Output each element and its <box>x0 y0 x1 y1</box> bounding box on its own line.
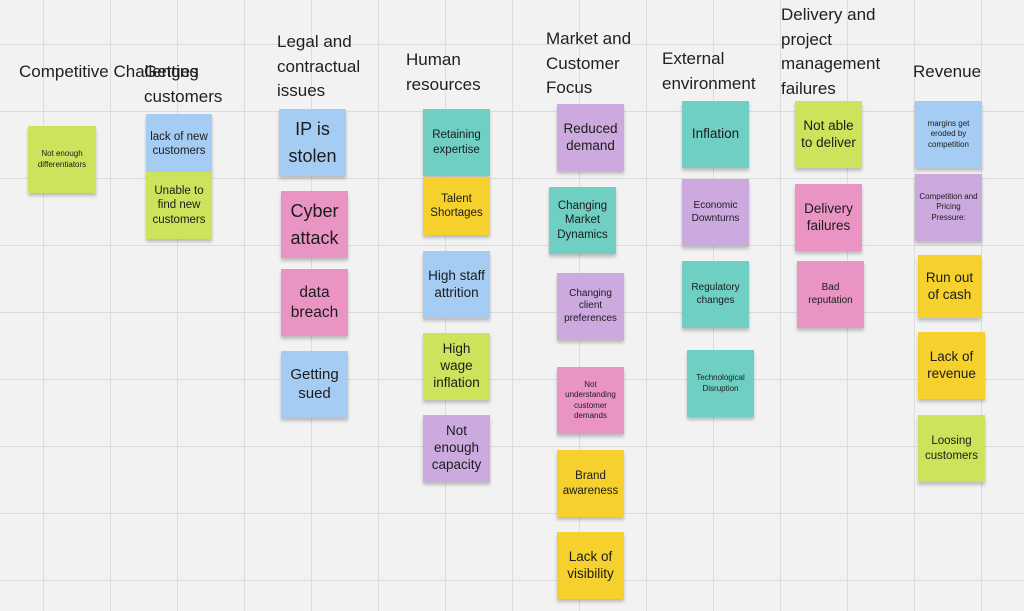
sticky-note[interactable]: Getting sued <box>281 351 348 418</box>
sticky-note[interactable]: Delivery failures <box>795 184 862 251</box>
sticky-note[interactable]: Reduced demand <box>557 104 624 171</box>
sticky-note[interactable]: Loosing customers <box>918 415 985 482</box>
sticky-note[interactable]: Technological Disruption <box>687 350 754 417</box>
sticky-note[interactable]: Retaining expertise <box>423 109 490 176</box>
column-heading-market-customer-focus[interactable]: Market and Customer Focus <box>546 29 632 97</box>
sticky-note[interactable]: Lack of visibility <box>557 532 624 599</box>
sticky-note[interactable]: Changing Market Dynamics <box>549 187 616 254</box>
column-heading-getting-customers[interactable]: Getting customers <box>144 62 223 106</box>
column-heading-competitive-challenges[interactable]: Competitive Challenges <box>19 62 199 81</box>
sticky-note[interactable]: Not able to deliver <box>795 101 862 168</box>
sticky-note[interactable]: Not enough differentiators <box>28 126 96 193</box>
sticky-note[interactable]: IP is stolen <box>279 109 346 176</box>
column-heading-legal-contractual[interactable]: Legal and contractual issues <box>277 32 361 100</box>
column-heading-external-environment[interactable]: External environment <box>662 49 756 93</box>
sticky-note[interactable]: Changing client preferences <box>557 273 624 340</box>
sticky-note[interactable]: margins get eroded by competition <box>915 101 982 168</box>
sticky-note[interactable]: Inflation <box>682 101 749 168</box>
sticky-note[interactable]: Not understanding customer demands <box>557 367 624 434</box>
sticky-note[interactable]: Cyber attack <box>281 191 348 258</box>
sticky-note[interactable]: Not enough capacity <box>423 415 490 482</box>
sticky-note[interactable]: lack of new customers <box>146 114 212 174</box>
sticky-note[interactable]: Economic Downturns <box>682 179 749 246</box>
column-heading-revenue[interactable]: Revenue <box>913 62 982 81</box>
sticky-note[interactable]: Bad reputation <box>797 261 864 328</box>
column-heading-delivery-failures[interactable]: Delivery and project management failures <box>781 5 881 98</box>
sticky-note[interactable]: High wage inflation <box>423 333 490 400</box>
sticky-note[interactable]: Regulatory changes <box>682 261 749 328</box>
sticky-note[interactable]: Unable to find new customers <box>146 172 212 239</box>
column-heading-human-resources[interactable]: Human resources <box>406 50 481 94</box>
sticky-note[interactable]: Brand awareness <box>557 450 624 517</box>
sticky-note[interactable]: Lack of revenue <box>918 332 985 399</box>
sticky-note[interactable]: Competition and Pricing Pressure: <box>915 174 982 241</box>
sticky-note[interactable]: High staff attrition <box>423 251 490 318</box>
sticky-note[interactable]: Talent Shortages <box>423 177 490 235</box>
sticky-note[interactable]: Run out of cash <box>918 255 981 318</box>
sticky-note[interactable]: data breach <box>281 269 348 336</box>
